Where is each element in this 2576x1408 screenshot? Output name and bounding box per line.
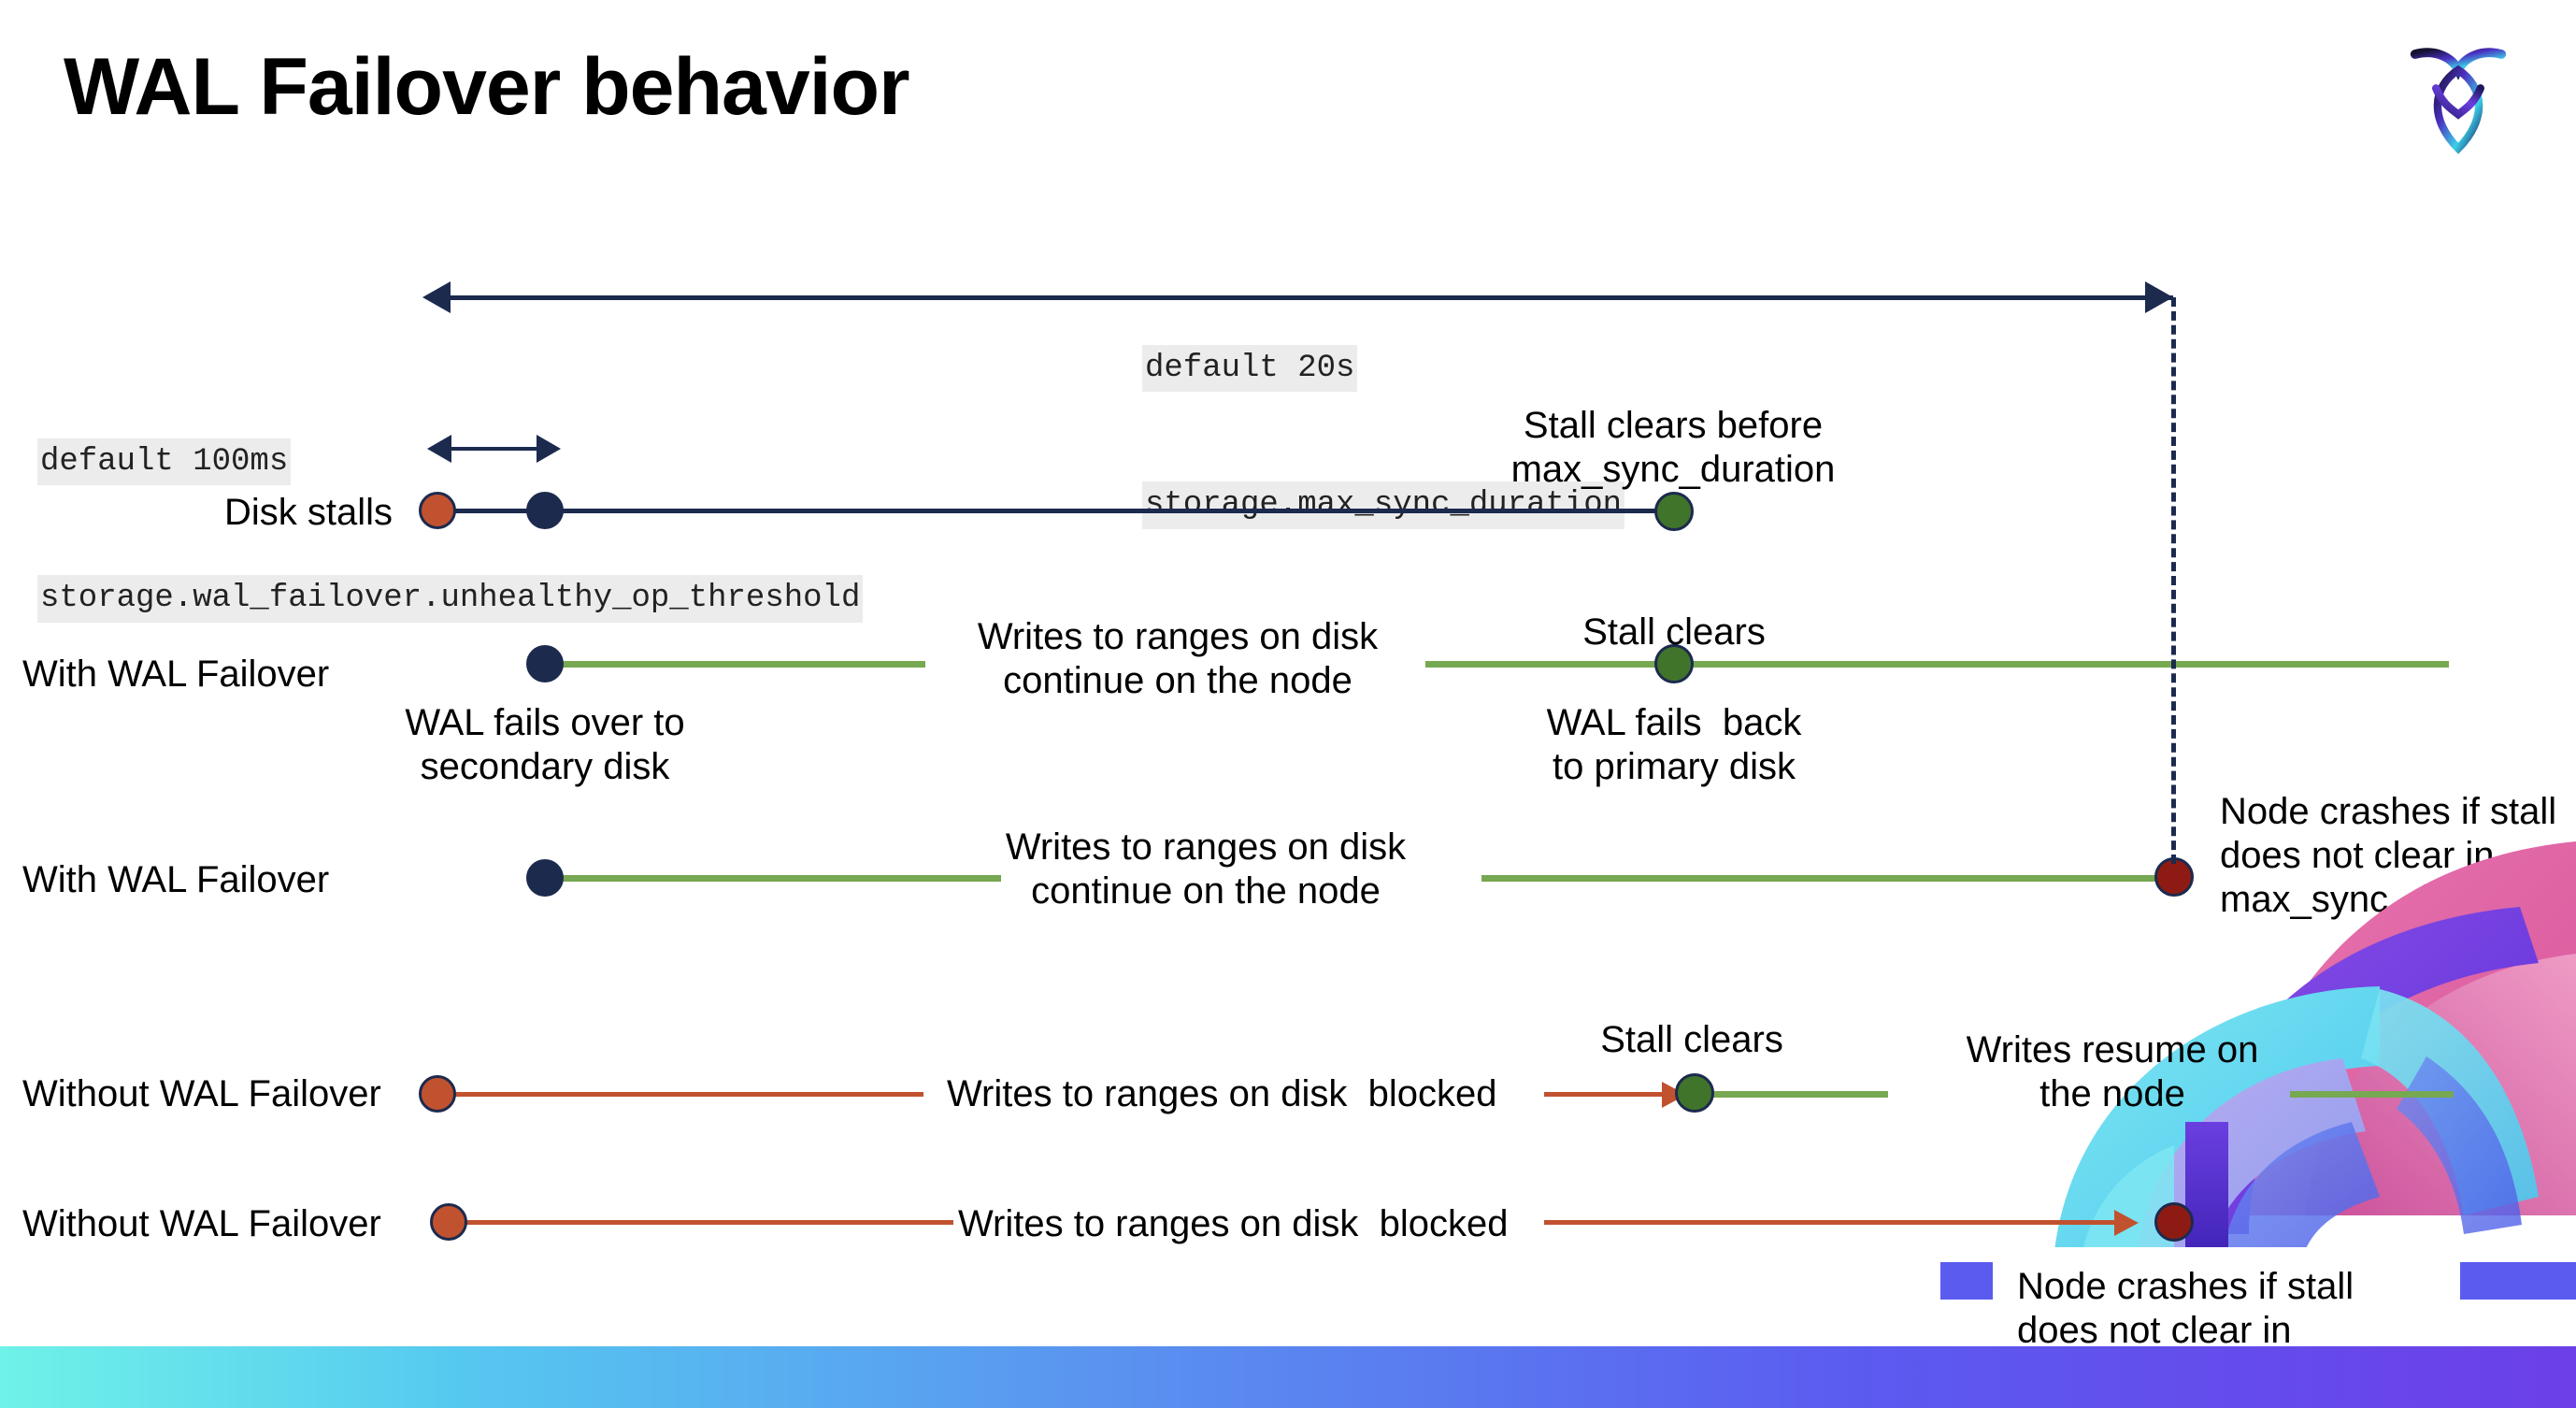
annotation-stall-clears-before: Stall clears before max_sync_duration: [1510, 405, 1836, 491]
without-wal-failover-1-line-c: [1710, 1091, 1888, 1098]
without-wal-failover-1-line-d: [2290, 1091, 2454, 1098]
max-sync-setting-label: storage.max_sync_duration: [1142, 481, 1625, 529]
annotation-writes-blocked-2: Writes to ranges on disk blocked: [958, 1203, 1509, 1244]
max-sync-duration-dashed-guide: [2171, 297, 2176, 864]
max-sync-span-arrow-left: [422, 281, 451, 313]
annotation-node-crashes-1: Node crashes if stall does not clear in …: [2220, 791, 2557, 921]
row-label-disk-stalls: Disk stalls: [223, 492, 393, 533]
annotation-wal-fails-over: WAL fails over to secondary disk: [405, 702, 685, 788]
without-wal-failover-1-start-dot: [419, 1075, 456, 1113]
row-label-without-wal-failover-2: Without WAL Failover: [22, 1203, 381, 1244]
unhealthy-op-setting-label: storage.wal_failover.unhealthy_op_thresh…: [37, 575, 864, 623]
max-sync-duration-span-line: [439, 295, 2173, 300]
annotation-writes-continue-2: Writes to ranges on disk continue on the…: [1005, 826, 1407, 912]
annotation-wal-fails-back: WAL fails back to primary disk: [1546, 702, 1802, 788]
with-wal-failover-1-line-b: [1425, 661, 2449, 668]
without-wal-failover-2-crash-dot: [2154, 1202, 2194, 1242]
threshold-arrow-left: [427, 435, 451, 463]
disk-stalls-start-dot: [419, 492, 456, 529]
with-wal-failover-2-line-a: [545, 875, 1001, 882]
without-wal-failover-2-line-b: [1544, 1220, 2124, 1225]
unhealthy-op-default-label: default 100ms: [37, 438, 292, 485]
annotation-stall-clears-2: Stall clears: [1600, 1019, 1783, 1060]
with-wal-failover-1-clear-dot: [1654, 644, 1694, 683]
disk-stalls-clear-dot: [1654, 492, 1694, 531]
row-label-with-wal-failover-2: With WAL Failover: [22, 859, 330, 900]
disk-stalls-timeline: [437, 509, 1681, 513]
annotation-writes-continue-1: Writes to ranges on disk continue on the…: [977, 616, 1379, 702]
without-wal-failover-2-start-dot: [430, 1203, 467, 1241]
annotation-writes-resume: Writes resume on the node: [1966, 1029, 2259, 1115]
without-wal-failover-1-clear-dot: [1675, 1073, 1714, 1113]
row-label-with-wal-failover-1: With WAL Failover: [22, 654, 330, 695]
cockroach-logo-icon: [2393, 28, 2524, 159]
with-wal-failover-2-line-b: [1481, 875, 2178, 882]
threshold-arrow-right: [537, 435, 561, 463]
max-sync-span-arrow-right: [2145, 281, 2173, 313]
row-label-without-wal-failover-1: Without WAL Failover: [22, 1073, 381, 1114]
without-wal-failover-1-line-b: [1544, 1092, 1675, 1097]
unhealthy-op-threshold-span-line: [444, 447, 537, 451]
with-wal-failover-1-failover-dot: [526, 645, 564, 682]
disk-stalls-threshold-dot: [526, 492, 564, 529]
with-wal-failover-1-line-a: [545, 661, 925, 668]
without-wal-failover-2-arrowhead: [2114, 1210, 2139, 1236]
with-wal-failover-2-failover-dot: [526, 859, 564, 897]
footer-gradient-bar: [0, 1346, 2576, 1408]
page-title: WAL Failover behavior: [64, 42, 910, 132]
max-sync-default-label: default 20s: [1142, 344, 1358, 392]
without-wal-failover-1-line-a: [437, 1092, 923, 1097]
max-sync-duration-callout: default 20s storage.max_sync_duration: [1142, 254, 1625, 619]
without-wal-failover-2-line-a: [449, 1220, 953, 1225]
annotation-stall-clears-1: Stall clears: [1582, 611, 1766, 653]
unhealthy-op-threshold-callout: default 100ms storage.wal_failover.unhea…: [37, 348, 864, 712]
annotation-writes-blocked-1: Writes to ranges on disk blocked: [947, 1073, 1497, 1114]
